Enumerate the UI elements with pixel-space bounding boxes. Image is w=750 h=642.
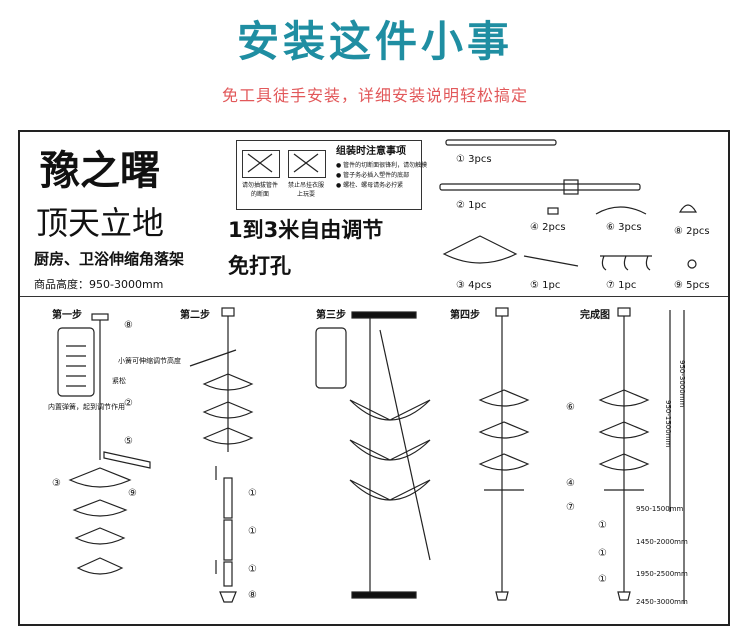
- assembly-notice: [236, 140, 422, 210]
- callout-1: ①: [598, 574, 607, 585]
- feature-no-drilling: 免打孔: [228, 254, 291, 278]
- instruction-sheet: [18, 130, 730, 626]
- no-hanging-icon: [288, 150, 326, 178]
- part-label-2: ② 1pc: [456, 200, 487, 211]
- part-6-hook: [595, 206, 647, 215]
- callout-3: ③: [52, 478, 61, 489]
- notice-line: ● 螺栓、螺母请务必拧紧: [336, 182, 404, 189]
- step-2-title: 第二步: [180, 310, 210, 321]
- part-7-hanger: [600, 255, 652, 271]
- ceiling: [351, 311, 417, 319]
- callout-1: ①: [248, 488, 257, 499]
- part-label-5: ⑤ 1pc: [530, 280, 561, 291]
- brand-slogan: 顶天立地: [36, 204, 165, 242]
- step-1-title: 第一步: [52, 310, 82, 321]
- total-range-2: 950-3000mm: [678, 360, 686, 408]
- part-label-7: ⑦ 1pc: [606, 280, 637, 291]
- notice-caption-1: 请勿抽拔管件的断面: [241, 182, 278, 198]
- callout-1: ①: [598, 548, 607, 559]
- no-touch-icon: [242, 150, 280, 178]
- range-label: 1450-2000mm: [636, 538, 688, 546]
- callout-8: ⑧: [248, 590, 257, 601]
- part-label-9: ⑨ 5pcs: [674, 280, 710, 291]
- callout-4: ④: [566, 478, 575, 489]
- range-label: 950-1500mm: [636, 505, 684, 513]
- step-4-title: 第四步: [450, 310, 480, 321]
- floor: [351, 591, 417, 599]
- brand-name: 豫之曙: [40, 147, 160, 194]
- callout-9: ⑨: [128, 488, 137, 499]
- section-divider: [20, 296, 728, 297]
- notice-line: ● 管子务必插入塑件的底部: [336, 172, 410, 179]
- notice-line: ● 管件的切断面很锋利，请勿触摸: [336, 162, 428, 169]
- part-3-tray: [442, 235, 518, 264]
- callout-7: ⑦: [566, 502, 575, 513]
- part-4-cap: [547, 207, 559, 215]
- part-label-4: ④ 2pcs: [530, 222, 566, 233]
- notice-caption-2: 禁止吊挂衣服上玩耍: [287, 182, 324, 198]
- part-label-6: ⑥ 3pcs: [606, 222, 642, 233]
- part-label-3: ③ 4pcs: [456, 280, 492, 291]
- step-5-title: 完成图: [580, 310, 610, 321]
- total-range-1: 950-1500mm: [664, 400, 672, 448]
- part-5-bar: [523, 255, 579, 267]
- tighten-note: 紧松: [112, 377, 126, 385]
- feature-adjustable: 1到3米自由调节: [228, 218, 384, 242]
- range-label: 1950-2500mm: [636, 570, 688, 578]
- page-title: 安装这件小事: [236, 17, 513, 66]
- callout-6: ⑥: [566, 402, 575, 413]
- callout-1: ①: [248, 526, 257, 537]
- part-9-ring: [687, 259, 697, 269]
- callout-1: ①: [598, 520, 607, 531]
- tube-part-2: [439, 183, 641, 191]
- part-label-8: ⑧ 2pcs: [674, 226, 710, 237]
- tube-joint: [563, 179, 579, 195]
- range-label: 2450-3000mm: [636, 598, 688, 606]
- adjust-note: 小簧可伸缩调节高度: [118, 357, 181, 365]
- step-3-title: 第三步: [316, 310, 346, 321]
- step1-bar: [103, 451, 151, 469]
- product-height: 商品高度：950-3000mm: [34, 278, 164, 291]
- page-subtitle: 免工具徒手安装，详细安装说明轻松搞定: [221, 86, 528, 105]
- callout-1: ①: [248, 564, 257, 575]
- product-name: 厨房、卫浴伸缩角落架: [34, 250, 185, 268]
- spring-note: 内置弹簧，起到调节作用: [48, 403, 125, 411]
- tube-part-1: [445, 139, 557, 146]
- part-8-suction: [678, 204, 698, 213]
- callout-2: ②: [124, 398, 133, 409]
- callout-8: ⑧: [124, 320, 133, 331]
- notice-title: 组装时注意事项: [336, 146, 406, 157]
- callout-5: ⑤: [124, 436, 133, 447]
- part-label-1: ① 3pcs: [456, 154, 492, 165]
